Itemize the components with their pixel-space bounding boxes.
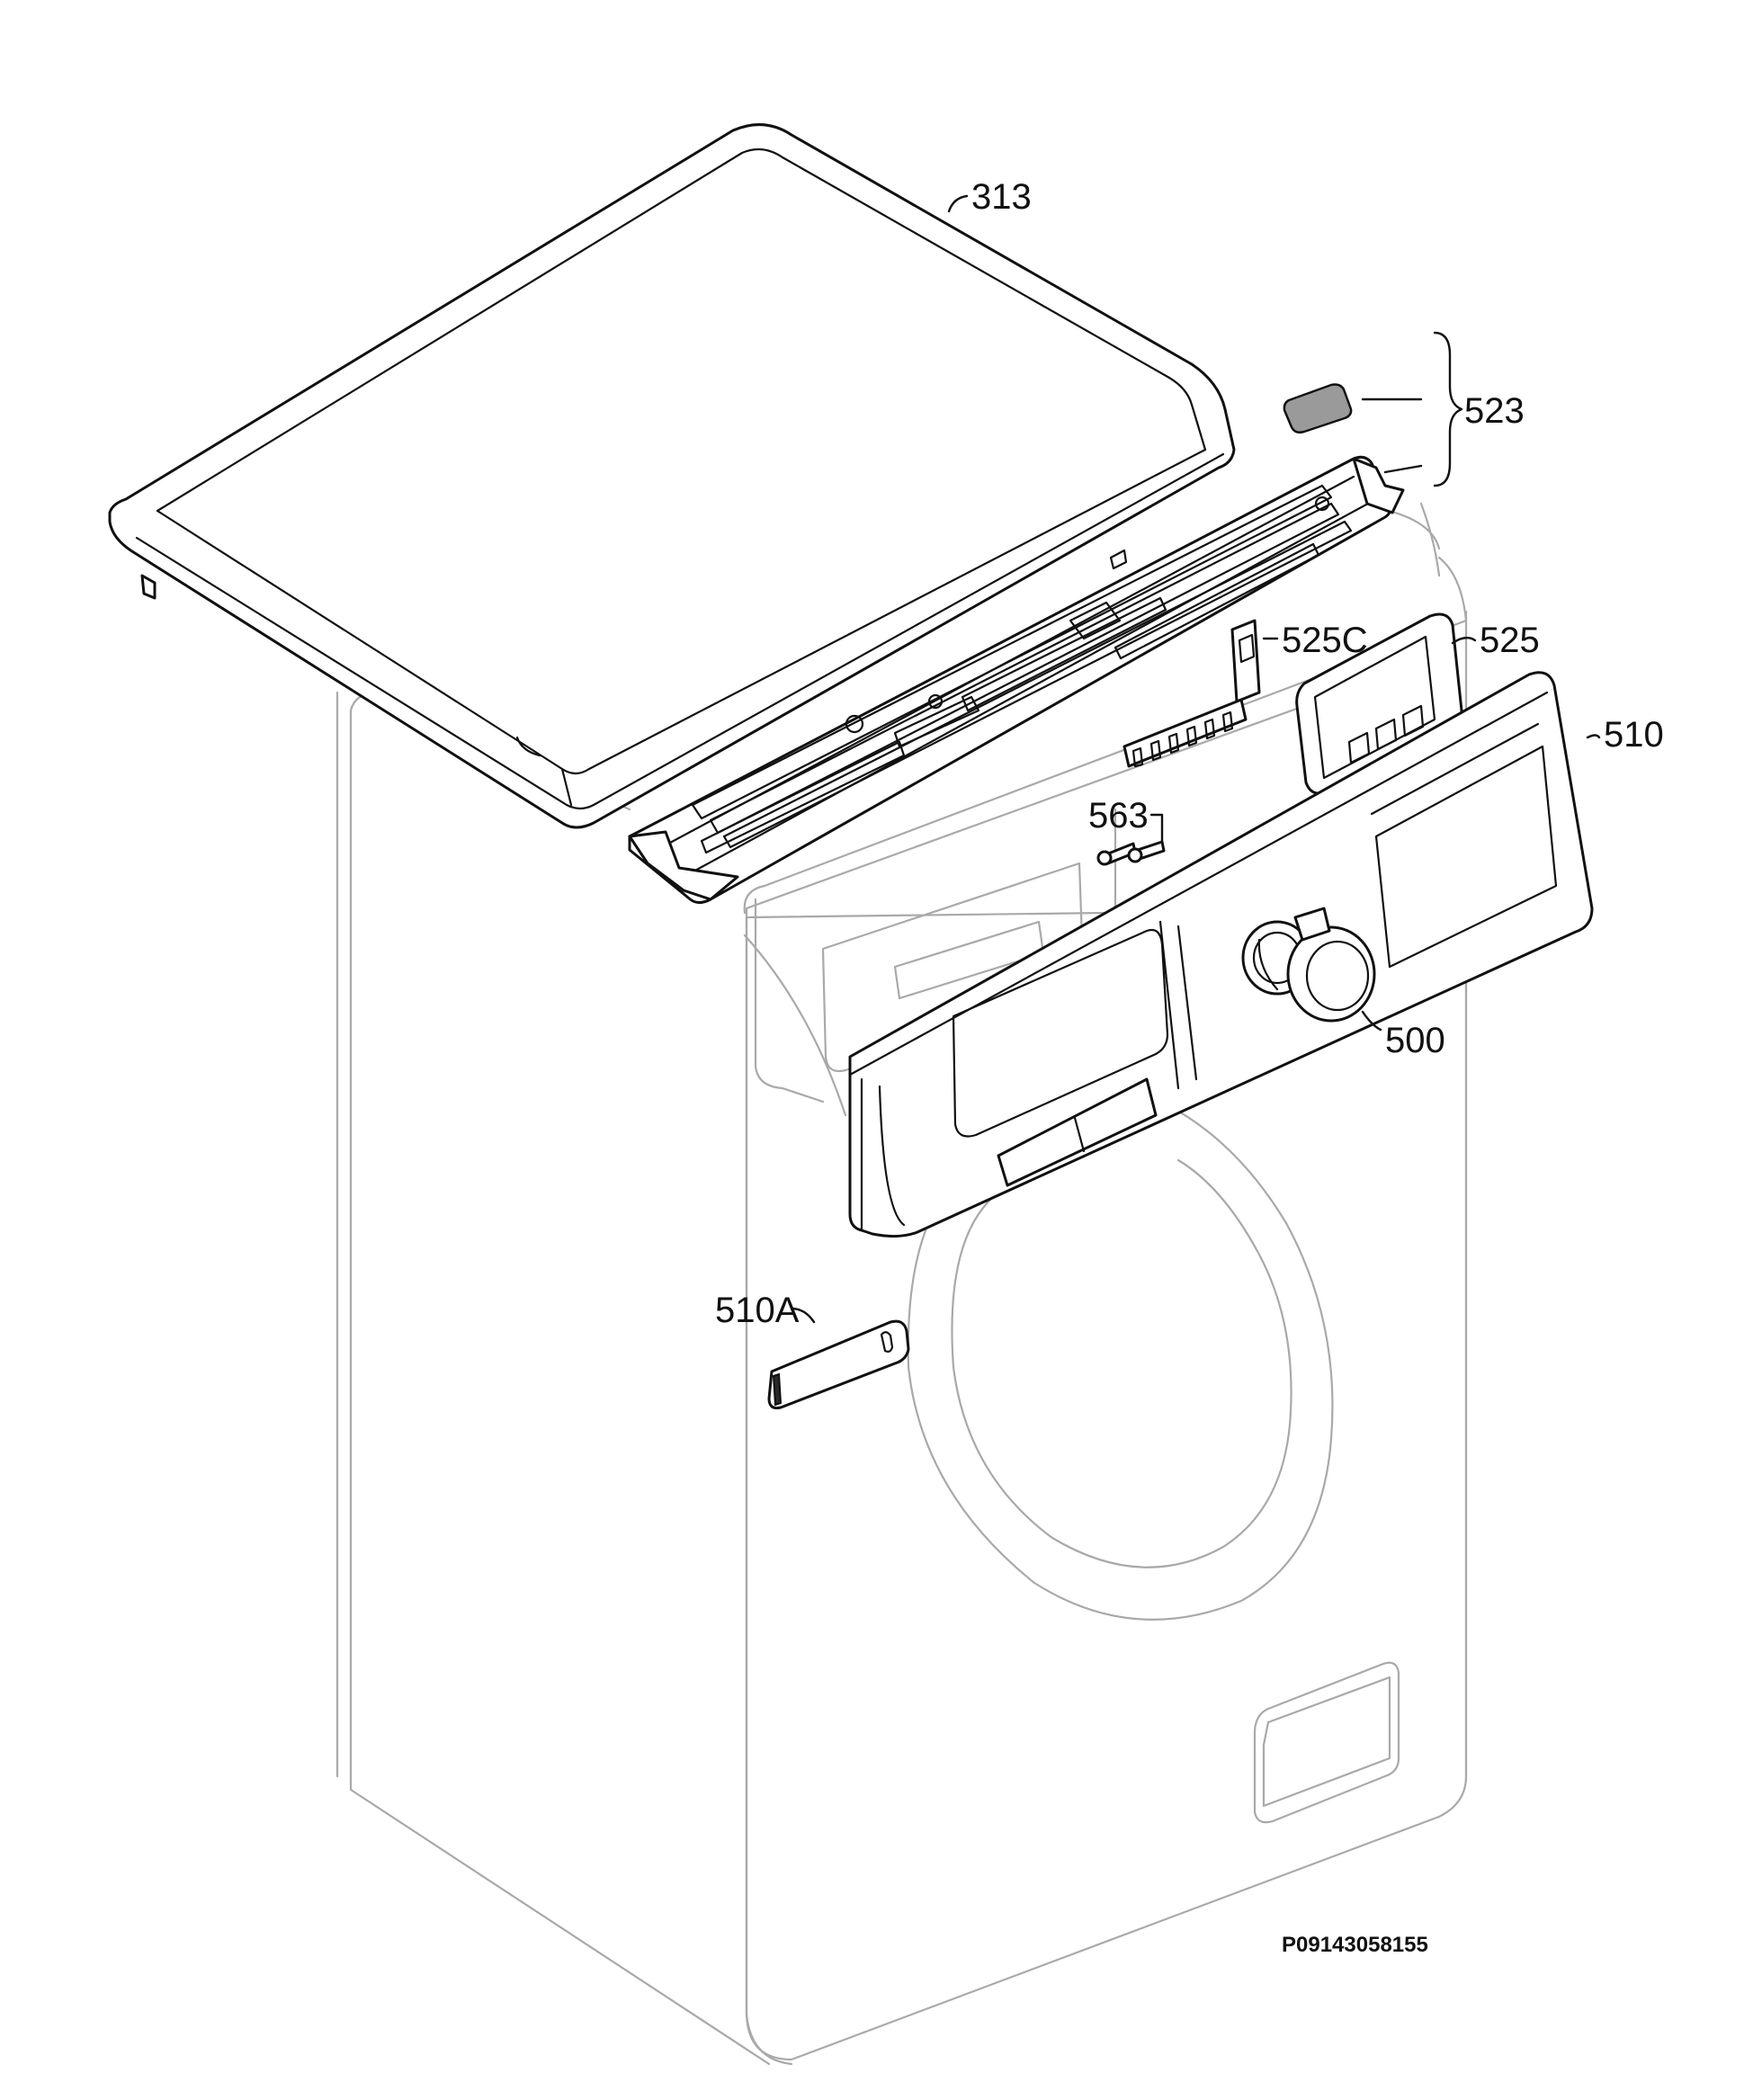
leader-lines bbox=[790, 194, 1601, 1324]
part-510a bbox=[767, 1319, 910, 1409]
label-500: 500 bbox=[1385, 1021, 1445, 1060]
part-525c bbox=[1122, 619, 1261, 768]
leader-510 bbox=[1586, 734, 1601, 739]
worktop-lid-313 bbox=[108, 123, 1236, 829]
top-frame-crossbar bbox=[628, 455, 1405, 904]
control-panel-510 bbox=[848, 671, 1594, 1238]
part-525 bbox=[1295, 612, 1463, 795]
label-525: 525 bbox=[1480, 621, 1540, 660]
label-523: 523 bbox=[1464, 391, 1525, 431]
label-510: 510 bbox=[1604, 715, 1664, 755]
leader-525 bbox=[1451, 636, 1477, 645]
leader-563 bbox=[1149, 813, 1164, 843]
leader-313 bbox=[947, 194, 969, 213]
drawing-code: P09143058155 bbox=[1282, 1933, 1428, 1957]
brace-523 bbox=[1433, 331, 1463, 487]
label-313: 313 bbox=[971, 177, 1032, 217]
callout-labels: 313 523 525C 525 510 563 500 510A P09143… bbox=[715, 177, 1664, 1957]
leader-510a bbox=[790, 1307, 816, 1324]
label-510a: 510A bbox=[715, 1291, 800, 1330]
leader-523-bottom bbox=[1383, 464, 1423, 474]
part-523 bbox=[1283, 383, 1353, 434]
part-563-screws bbox=[1096, 840, 1166, 866]
leader-500 bbox=[1361, 1010, 1382, 1032]
label-525c: 525C bbox=[1282, 621, 1368, 660]
label-563: 563 bbox=[1088, 796, 1149, 836]
